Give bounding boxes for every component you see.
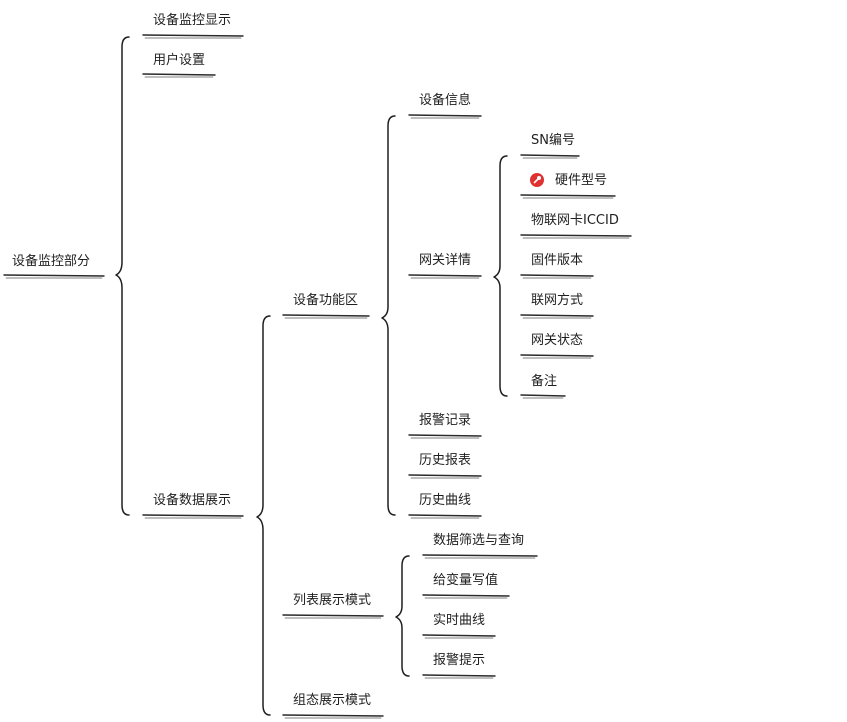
node-root[interactable]: 设备监控部分 bbox=[3, 253, 105, 279]
node-network-mode[interactable]: 联网方式 bbox=[520, 292, 594, 319]
node-history-report[interactable]: 历史报表 bbox=[408, 453, 482, 479]
brace-root bbox=[115, 36, 130, 516]
node-realtime-curve[interactable]: 实时曲线 bbox=[422, 613, 496, 639]
gateway-status-label: 网关状态 bbox=[531, 333, 583, 348]
brace-data-display bbox=[256, 315, 271, 716]
gateway-details-label: 网关详情 bbox=[419, 253, 471, 268]
iccid-label: 物联网卡ICCID bbox=[531, 213, 619, 228]
node-firmware[interactable]: 固件版本 bbox=[520, 253, 594, 279]
function-area-label: 设备功能区 bbox=[293, 292, 358, 308]
device-info-label: 设备信息 bbox=[419, 92, 471, 108]
node-config-mode[interactable]: 组态展示模式 bbox=[282, 693, 384, 719]
node-gateway-details[interactable]: 网关详情 bbox=[408, 253, 482, 279]
data-filter-label: 数据筛选与查询 bbox=[433, 533, 524, 548]
remarks-label: 备注 bbox=[531, 373, 557, 389]
node-data-filter[interactable]: 数据筛选与查询 bbox=[422, 533, 538, 559]
alarm-records-label: 报警记录 bbox=[419, 412, 471, 428]
brace-gateway-details bbox=[493, 155, 508, 397]
root-label: 设备监控部分 bbox=[12, 253, 90, 269]
node-write-variable[interactable]: 给变量写值 bbox=[422, 572, 510, 599]
history-report-label: 历史报表 bbox=[419, 453, 471, 468]
node-iccid[interactable]: 物联网卡ICCID bbox=[520, 213, 632, 239]
device-monitor-display-label: 设备监控显示 bbox=[153, 12, 231, 28]
device-data-display-label: 设备数据展示 bbox=[153, 492, 231, 508]
node-hardware-model[interactable]: 硬件型号 bbox=[520, 173, 616, 199]
node-user-settings[interactable]: 用户设置 bbox=[142, 52, 216, 78]
node-history-curve[interactable]: 历史曲线 bbox=[408, 493, 482, 519]
network-mode-label: 联网方式 bbox=[531, 292, 583, 308]
node-alarm-tips[interactable]: 报警提示 bbox=[422, 652, 496, 679]
pin-icon bbox=[530, 173, 544, 187]
user-settings-label: 用户设置 bbox=[153, 52, 205, 68]
node-alarm-records[interactable]: 报警记录 bbox=[408, 412, 482, 439]
config-mode-label: 组态展示模式 bbox=[293, 693, 371, 708]
list-mode-label: 列表展示模式 bbox=[293, 593, 371, 608]
node-device-monitor-display[interactable]: 设备监控显示 bbox=[142, 12, 244, 39]
node-list-mode[interactable]: 列表展示模式 bbox=[282, 593, 384, 619]
node-sn[interactable]: SN编号 bbox=[520, 133, 580, 159]
hardware-model-label: 硬件型号 bbox=[555, 173, 607, 188]
realtime-curve-label: 实时曲线 bbox=[433, 613, 485, 628]
brace-list-mode bbox=[395, 555, 410, 677]
node-function-area[interactable]: 设备功能区 bbox=[282, 292, 370, 319]
node-device-info[interactable]: 设备信息 bbox=[408, 92, 482, 119]
node-device-data-display[interactable]: 设备数据展示 bbox=[142, 492, 244, 519]
brace-function-area bbox=[381, 115, 396, 516]
node-remarks[interactable]: 备注 bbox=[520, 373, 566, 399]
node-gateway-status[interactable]: 网关状态 bbox=[520, 333, 594, 359]
sn-label: SN编号 bbox=[531, 133, 575, 148]
history-curve-label: 历史曲线 bbox=[419, 493, 471, 508]
alarm-tips-label: 报警提示 bbox=[433, 652, 485, 668]
write-variable-label: 给变量写值 bbox=[433, 572, 498, 588]
firmware-label: 固件版本 bbox=[531, 253, 583, 268]
